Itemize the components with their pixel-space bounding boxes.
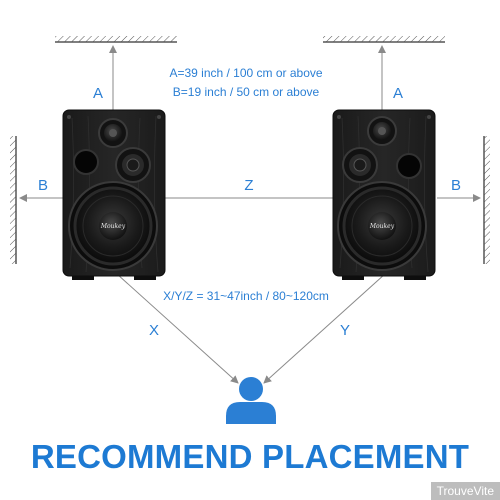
bass-port — [73, 149, 99, 175]
person-icon — [226, 377, 276, 424]
watermark: TrouveVite — [430, 482, 500, 500]
spec-a: A=39 inch / 100 cm or above — [169, 66, 322, 80]
speaker-logo-right: Moukey — [369, 223, 395, 230]
ceiling-wall-left — [55, 36, 177, 43]
ceiling-wall-right — [323, 36, 445, 43]
line-x — [116, 273, 239, 384]
label-x: X — [149, 322, 159, 339]
label-b-right: B — [451, 177, 461, 194]
line-y — [263, 273, 386, 384]
bass-port — [396, 153, 422, 179]
spec-xyz: X/Y/Z = 31~47inch / 80~120cm — [163, 289, 329, 303]
label-z: Z — [244, 177, 253, 194]
label-a-right: A — [393, 85, 403, 102]
distance-lines — [19, 45, 481, 384]
label-b-left: B — [38, 177, 48, 194]
side-wall-right — [483, 136, 490, 264]
speaker-left: Moukey — [62, 109, 166, 280]
page-title: RECOMMEND PLACEMENT — [30, 438, 470, 475]
side-wall-left — [10, 136, 17, 264]
speaker-right: Moukey — [332, 109, 436, 280]
label-y: Y — [340, 322, 350, 339]
label-a-left: A — [93, 85, 103, 102]
speaker-logo-left: Moukey — [100, 223, 126, 230]
spec-b: B=19 inch / 50 cm or above — [173, 85, 320, 99]
